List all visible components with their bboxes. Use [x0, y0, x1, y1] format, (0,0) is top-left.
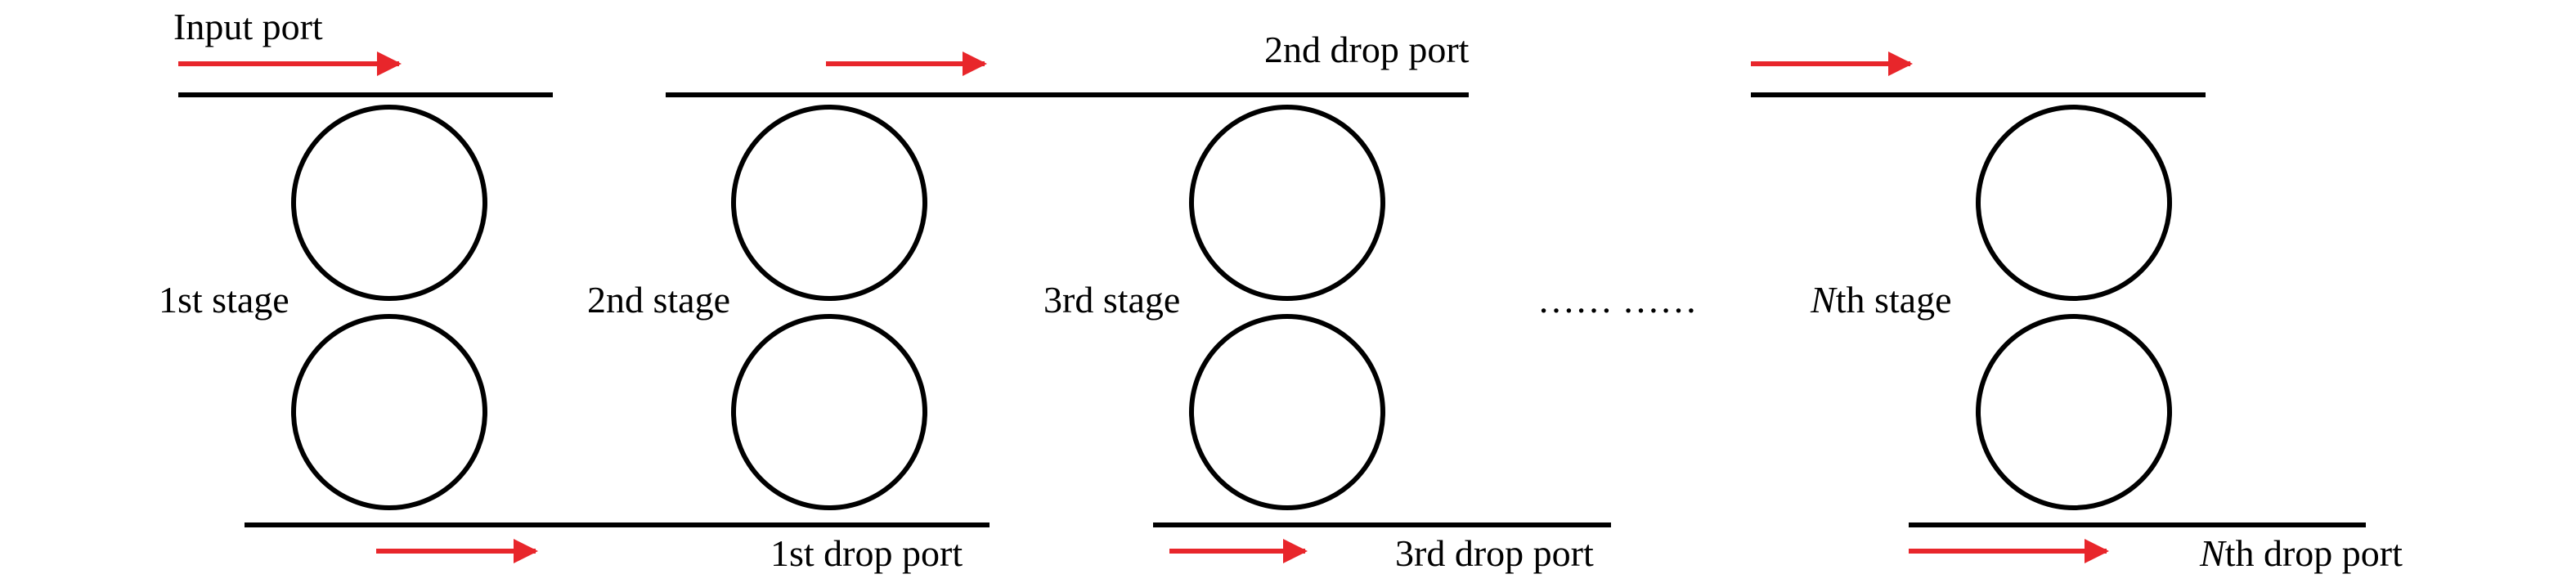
- stage-3-label: 3rd stage: [1043, 279, 1180, 321]
- ring-stage-1-lower: [291, 314, 487, 510]
- drop-port-2-label: 2nd drop port: [1264, 29, 1470, 70]
- ring-stage-n-upper: [1976, 105, 2172, 301]
- ellipsis-label: …… ……: [1537, 279, 1698, 321]
- drop-port-1-label: 1st drop port: [770, 532, 963, 574]
- stage-2-label: 2nd stage: [587, 279, 730, 321]
- stage-n-variable: N: [1810, 279, 1838, 321]
- drop-port-3-label: 3rd drop port: [1395, 532, 1594, 574]
- stage-1-label: 1st stage: [159, 279, 289, 321]
- ring-stage-3-upper: [1189, 105, 1385, 301]
- ring-stage-2-lower: [731, 314, 927, 510]
- stage-n-suffix: th stage: [1836, 279, 1952, 321]
- ring-stage-2-upper: [731, 105, 927, 301]
- drop-port-n-suffix: th drop port: [2225, 532, 2403, 574]
- stage-n-label: Nth stage: [1810, 279, 1951, 321]
- ring-stage-n-lower: [1976, 314, 2172, 510]
- drop-port-n-label: Nth drop port: [2199, 532, 2403, 574]
- ring-stage-3-lower: [1189, 314, 1385, 510]
- ring-stage-1-upper: [291, 105, 487, 301]
- drop-port-n-variable: N: [2199, 532, 2227, 574]
- input-port-label: Input port: [173, 6, 323, 47]
